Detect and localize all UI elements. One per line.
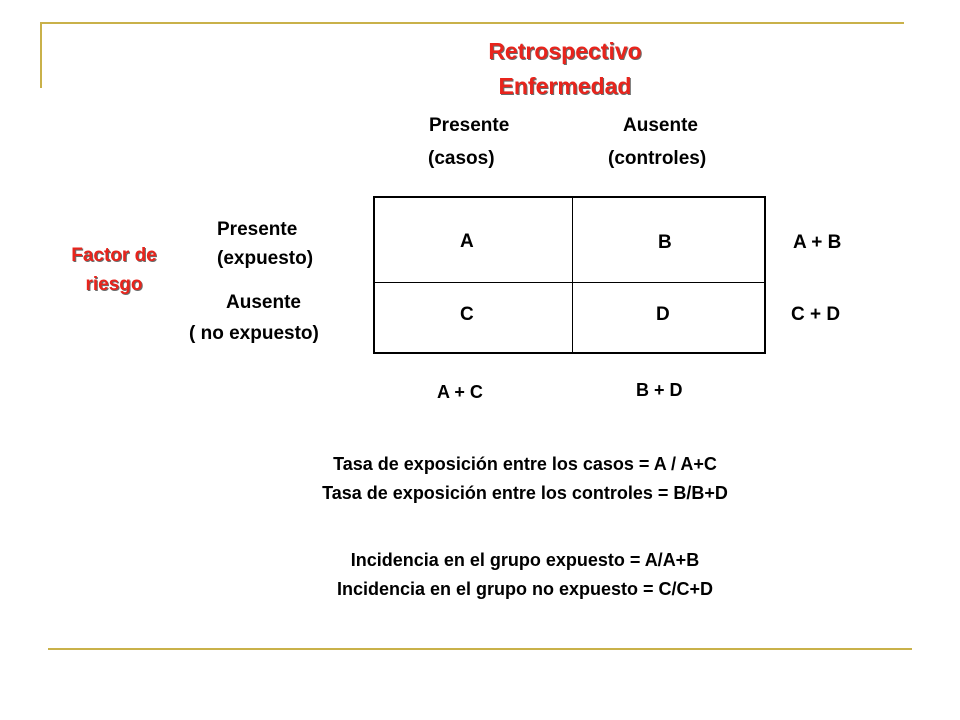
bottom-rule [48,648,912,650]
row-total-a-plus-b: A + B [793,232,842,253]
row-subheader-expuesto: (expuesto) [217,248,314,269]
row-header-presente: Presente [217,219,298,240]
table-divider-horizontal [375,282,764,283]
statement-incidence-unexposed: Incidencia en el grupo no expuesto = C/C… [336,579,714,599]
statement-exposure-controls: Tasa de exposición entre los controles =… [322,483,728,503]
statement-exposure-cases: Tasa de exposición entre los casos = A /… [333,454,717,474]
factor-label-line1: Factor de [71,245,157,266]
cell-b: B [658,232,672,253]
column-header-presente: Presente [429,115,510,136]
left-rule [40,22,42,88]
row-subheader-no-expuesto: ( no expuesto) [189,323,319,344]
cell-a: A [460,231,474,252]
column-total-a-plus-c: A + C [437,382,483,402]
row-total-c-plus-d: C + D [791,304,841,325]
statement-incidence-exposed: Incidencia en el grupo expuesto = A/A+B [350,550,700,570]
cell-c: C [460,304,474,325]
factor-label-line2: riesgo [85,274,143,295]
cell-d: D [656,304,670,325]
title-enfermedad: Enfermedad [498,73,632,99]
top-rule [40,22,904,24]
contingency-table [373,196,766,354]
title-retrospectivo: Retrospectivo [488,38,642,64]
table-divider-vertical [572,198,573,352]
column-header-ausente: Ausente [623,115,698,136]
column-subheader-controles: (controles) [608,148,707,169]
column-total-b-plus-d: B + D [636,380,683,400]
column-subheader-casos: (casos) [428,148,495,169]
row-header-ausente: Ausente [226,292,301,313]
